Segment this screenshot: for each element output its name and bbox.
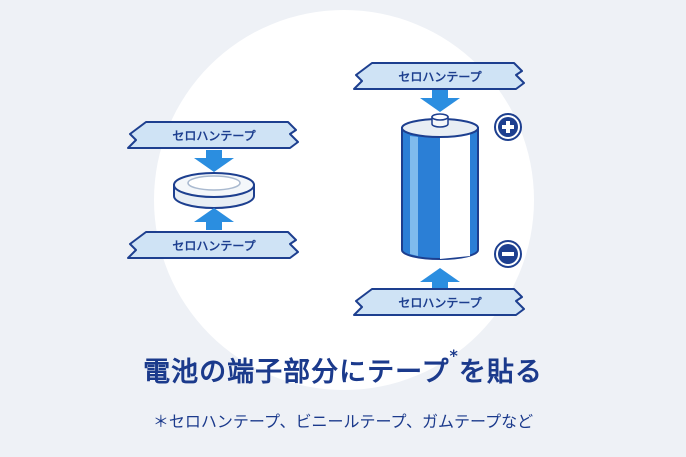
tape-small-bottom: セロハンテープ [127, 231, 299, 259]
footnote: ＊セロハンテープ、ビニールテープ、ガムテープなど [152, 412, 534, 431]
cylinder-battery [401, 113, 479, 260]
plus-icon [494, 113, 522, 141]
arrow-up-icon [420, 268, 460, 290]
page-title: 電池の端子部分にテープ*を貼る [0, 346, 686, 389]
arrow-down-icon [194, 150, 234, 172]
arrow-up-icon [194, 208, 234, 230]
tape-large-top: セロハンテープ [353, 62, 525, 90]
arrow-down-icon [420, 90, 460, 112]
coin-battery [173, 172, 255, 209]
minus-icon [494, 240, 522, 268]
tape-label-large-bottom: セロハンテープ [398, 295, 482, 310]
title-asterisk: * [449, 346, 459, 365]
tape-label-small-bottom: セロハンテープ [172, 238, 256, 253]
title-main: 電池の端子部分にテープ [143, 357, 450, 388]
title-tail: を貼る [458, 357, 543, 388]
tape-large-bottom: セロハンテープ [353, 288, 525, 316]
tape-small-top: セロハンテープ [127, 121, 299, 149]
tape-label-large-top: セロハンテープ [398, 69, 482, 84]
tape-label-small-top: セロハンテープ [172, 128, 256, 143]
